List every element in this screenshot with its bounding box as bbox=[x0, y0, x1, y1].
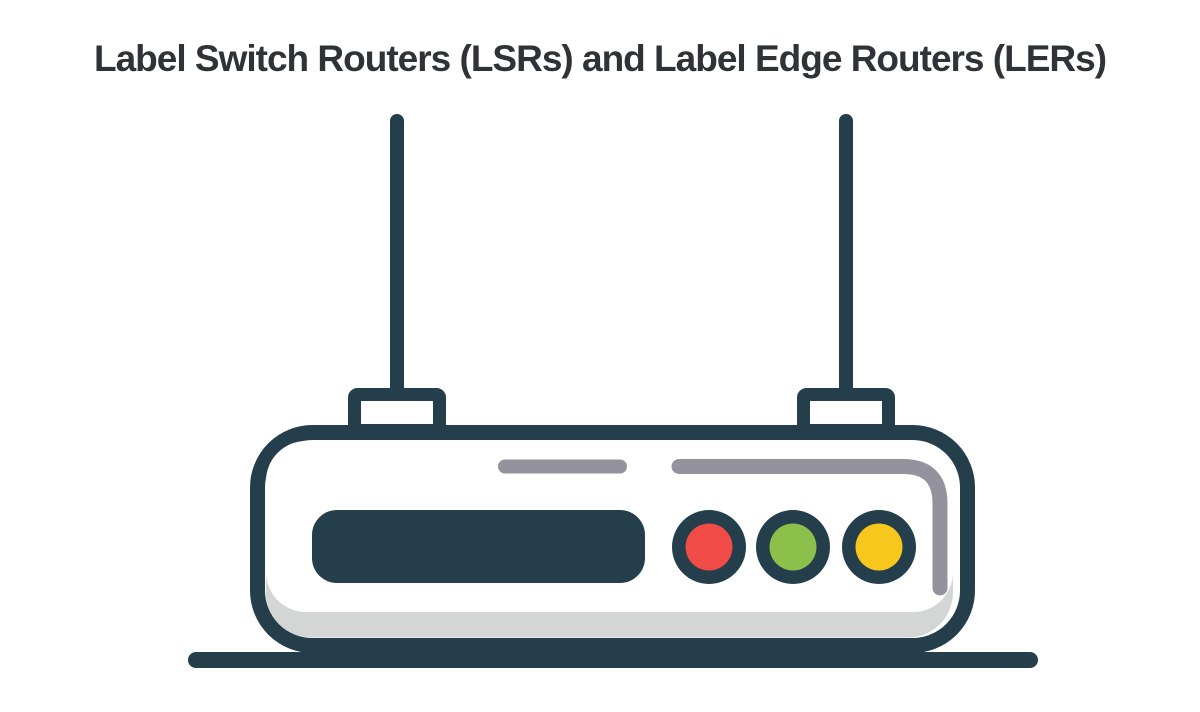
status-light-red bbox=[672, 510, 746, 584]
accent-bracket bbox=[671, 459, 948, 596]
status-light-green-bulb bbox=[769, 523, 817, 571]
status-light-yellow bbox=[842, 510, 916, 584]
antennas bbox=[348, 114, 895, 437]
display-screen bbox=[312, 510, 645, 583]
status-light-green bbox=[756, 510, 830, 584]
page-title: Label Switch Routers (LSRs) and Label Ed… bbox=[93, 38, 1107, 79]
status-light-red-bulb bbox=[685, 523, 733, 571]
status-light-yellow-bulb bbox=[855, 523, 903, 571]
status-lights bbox=[672, 510, 916, 584]
